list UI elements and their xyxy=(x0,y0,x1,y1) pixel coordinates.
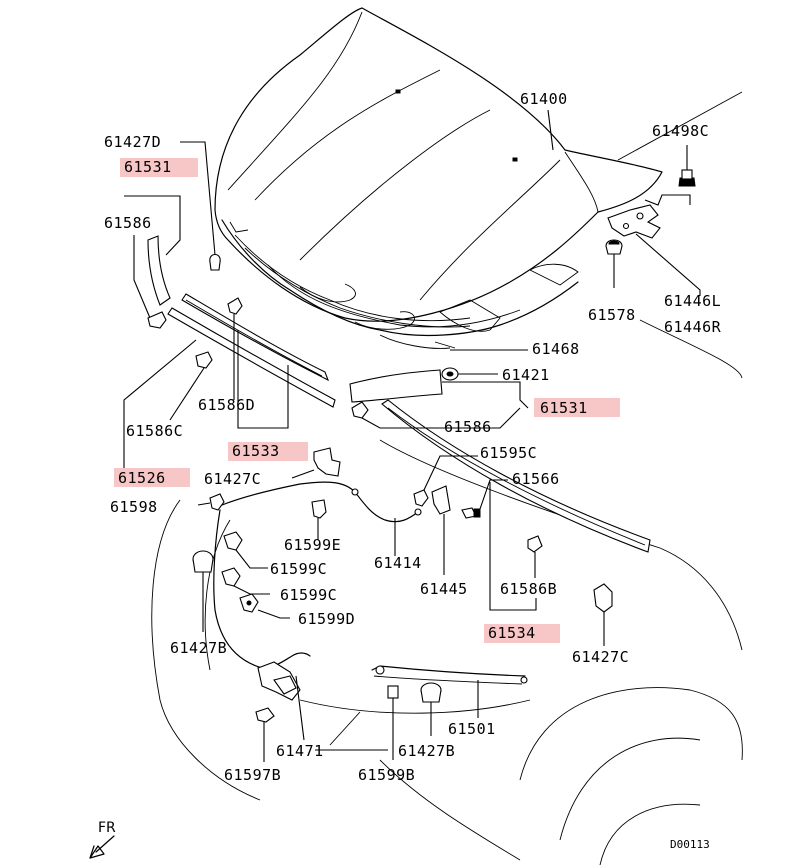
label-61421: 61421 xyxy=(502,366,550,384)
label-61531-left: 61531 xyxy=(124,158,172,176)
bolt-61498C xyxy=(678,145,696,187)
label-61534: 61534 xyxy=(488,624,536,642)
label-61578: 61578 xyxy=(588,306,636,324)
label-61599B: 61599B xyxy=(358,766,415,784)
screw-61597B xyxy=(255,707,275,762)
label-61566: 61566 xyxy=(512,470,560,488)
hood-hinge xyxy=(607,194,691,239)
clip-61599B xyxy=(387,685,399,760)
clip-61586D xyxy=(227,297,243,315)
lead-61400 xyxy=(547,109,554,151)
label-61471: 61471 xyxy=(276,742,324,760)
lead-61531-left xyxy=(124,195,181,256)
clip-61586-left xyxy=(147,311,167,329)
highlight-61534 xyxy=(484,624,560,643)
label-61427D: 61427D xyxy=(104,133,161,151)
clip-61586-right xyxy=(351,401,521,429)
label-61595C: 61595C xyxy=(480,444,537,462)
label-61446L: 61446L xyxy=(664,292,721,310)
label-61586D: 61586D xyxy=(198,396,255,414)
clip-61599C-b xyxy=(221,567,270,595)
label-61597B: 61597B xyxy=(224,766,281,784)
latch-61445 xyxy=(431,485,451,575)
clip-61599D xyxy=(239,593,290,619)
label-61427B-center: 61427B xyxy=(398,742,455,760)
label-61586-right: 61586 xyxy=(444,418,492,436)
label-61427C-right: 61427C xyxy=(572,648,629,666)
label-61445: 61445 xyxy=(420,580,468,598)
diagram-code: D00113 xyxy=(670,838,710,851)
clip-61427C-upper xyxy=(291,447,341,479)
clip-61599E xyxy=(311,499,327,540)
bumper-61578 xyxy=(605,239,623,288)
label-61599C-a: 61599C xyxy=(270,560,327,578)
label-61526: 61526 xyxy=(118,469,166,487)
label-61414: 61414 xyxy=(374,554,422,572)
label-61446R: 61446R xyxy=(664,318,722,336)
label-61400: 61400 xyxy=(520,90,568,108)
highlight-61531-left xyxy=(120,158,198,177)
label-61599E: 61599E xyxy=(284,536,341,554)
seal-strip-61533 xyxy=(167,307,336,408)
highlight-61533 xyxy=(228,442,308,461)
label-61427B-left: 61427B xyxy=(170,639,227,657)
clip-61427C-right xyxy=(593,583,613,646)
lock-rod-61501 xyxy=(371,665,528,718)
highlight-61531-right xyxy=(534,398,620,417)
clip-61586B xyxy=(527,535,543,578)
seal-strip-61586D xyxy=(181,293,330,382)
label-61498C: 61498C xyxy=(652,122,709,140)
release-handle-61471 xyxy=(257,661,305,741)
label-61599D: 61599D xyxy=(298,610,355,628)
lead-61534 xyxy=(489,482,537,611)
label-61468: 61468 xyxy=(532,340,580,358)
label-61598: 61598 xyxy=(110,498,158,516)
label-61586B: 61586B xyxy=(500,580,557,598)
label-61599C-b: 61599C xyxy=(280,586,337,604)
car-body-outline xyxy=(151,91,743,865)
clip-61586C xyxy=(195,351,213,369)
highlight-61526 xyxy=(114,468,190,487)
insulator-61531-right xyxy=(349,369,529,409)
grommet-61427B-center xyxy=(420,682,442,736)
front-direction-icon xyxy=(89,835,115,859)
lead-61533 xyxy=(237,330,289,429)
label-61427C-upper: 61427C xyxy=(204,470,261,488)
lead-61586C xyxy=(169,367,205,421)
seal-61586-left xyxy=(133,235,171,319)
label-61586-left: 61586 xyxy=(104,214,152,232)
label-61531-right: 61531 xyxy=(540,399,588,417)
lead-61446 xyxy=(635,233,701,296)
clip-61599C-a xyxy=(223,531,268,569)
front-label: FR xyxy=(98,820,116,836)
bolt-61566 xyxy=(461,479,508,519)
clip-61595C xyxy=(413,455,478,507)
grommet-61421 xyxy=(441,367,498,381)
lead-61526 xyxy=(123,339,197,470)
label-61586C: 61586C xyxy=(126,422,183,440)
hood-panel xyxy=(214,7,663,349)
clip-61598 xyxy=(197,493,225,511)
label-61501: 61501 xyxy=(448,720,496,738)
label-61533: 61533 xyxy=(232,442,280,460)
grommet-61427B-left xyxy=(192,550,214,632)
clip-61427D xyxy=(180,141,221,271)
